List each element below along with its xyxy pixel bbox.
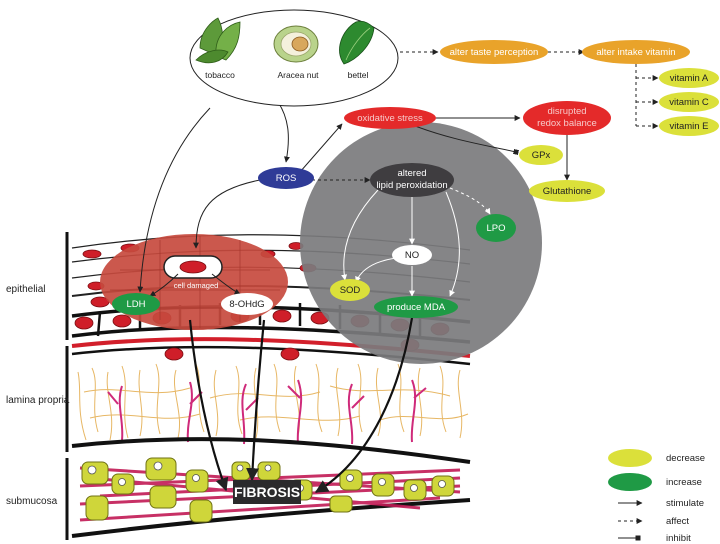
vitamin-c-label: vitamin C: [669, 97, 709, 108]
lipid-peroxidation-zone: [300, 122, 542, 364]
gray-circle: [300, 122, 542, 364]
arrow-cell-to-ohdg: [211, 273, 241, 295]
gpx-label: GPx: [532, 150, 551, 161]
layer-labels: epithelial lamina propria submucosa: [6, 284, 70, 507]
lamina-propria-label: lamina propria: [6, 395, 70, 406]
ros-node: [258, 167, 314, 189]
pathway-arrows: [137, 49, 659, 493]
ldh-node: [112, 293, 160, 315]
submucosa-lower-boundary: [71, 498, 471, 538]
arrow-ohdg-to-fibrosis: [246, 319, 266, 482]
legend-decrease-label: decrease: [666, 453, 705, 464]
alter-intake-node: [582, 40, 690, 64]
ohdg-node: [221, 293, 273, 315]
arrow-lipid-to-mda: [445, 191, 460, 297]
vitamin-e-label: vitamin E: [669, 121, 708, 132]
submucosa-upper-boundary: [71, 437, 471, 464]
arrow-no-to-sod: [355, 257, 397, 283]
areca-nut-icon: [273, 25, 319, 63]
legend-increase-label: increase: [666, 477, 702, 488]
ros-label: ROS: [276, 173, 297, 184]
redox-label-line2: redox balance: [537, 118, 597, 129]
fibrosis-box: [233, 480, 301, 504]
vitamin-a-node: [659, 68, 719, 88]
produce-mda-label: produce MDA: [387, 302, 446, 313]
ldh-label: LDH: [126, 299, 145, 310]
lpo-label: LPO: [486, 223, 505, 234]
no-label: NO: [405, 250, 419, 261]
oxidative-stress-node: [344, 107, 436, 129]
arrow-cell-to-ldh: [149, 273, 179, 297]
epithelial-label: epithelial: [6, 284, 45, 295]
betel-label: bettel: [348, 70, 369, 80]
oral-habits-group: tobacco Aracea nut bettel: [189, 9, 399, 107]
pathway-nodes: alter taste perception alter intake vita…: [112, 40, 719, 504]
tobacco-label: tobacco: [205, 70, 235, 80]
tobacco-leaves-icon: [195, 17, 241, 64]
legend-affect-label: affect: [666, 516, 689, 527]
fibrosis-label: FIBROSIS: [234, 484, 300, 500]
ohdg-label: 8-OHdG: [229, 299, 264, 310]
arrow-lipid-to-sod: [341, 189, 379, 281]
glutathione-label: Glutathione: [543, 186, 592, 197]
legend-increase-swatch: [608, 473, 652, 491]
redox-label-line1: disrupted: [547, 106, 586, 117]
produce-mda-node: [374, 296, 458, 318]
oxidative-stress-label: oxidative stress: [357, 113, 423, 124]
alter-intake-label: alter intake vitamin: [596, 47, 675, 58]
submucosa-label: submucosa: [6, 496, 58, 507]
lipid-peroxidation-node: [370, 163, 454, 197]
legend-decrease-swatch: [608, 449, 652, 467]
sod-node: [330, 279, 370, 301]
lpo-node: [476, 214, 516, 242]
damaged-cell-zone: cell damaged: [100, 234, 288, 330]
lamina-propria-fibers: [77, 363, 469, 445]
arrow-mda-to-fibrosis: [314, 317, 414, 493]
inhibit-stress-to-gpx: [409, 123, 519, 155]
lipid-label-line2: lipid peroxidation: [376, 180, 447, 191]
gpx-node: [519, 145, 563, 165]
cell-damaged-label: cell damaged: [174, 281, 219, 290]
sod-label: SOD: [340, 285, 361, 296]
arrow-ros-to-oxidative-stress: [299, 123, 343, 173]
disrupted-redox-node: [523, 101, 611, 135]
alter-taste-label: alter taste perception: [450, 47, 539, 58]
vitamin-c-node: [659, 92, 719, 112]
legend: decrease increase stimulate affect inhib…: [608, 449, 705, 544]
legend-stimulate-label: stimulate: [666, 498, 704, 509]
arrow-habits-to-ldh: [137, 107, 211, 293]
vitamin-e-node: [659, 116, 719, 136]
arrow-cell-to-fibrosis: [188, 319, 229, 492]
alter-taste-node: [440, 40, 548, 64]
areca-nut-label: Aracea nut: [277, 70, 319, 80]
vitamin-a-label: vitamin A: [670, 73, 709, 84]
betel-leaf-icon: [339, 20, 375, 65]
lipid-label-line1: altered: [397, 168, 426, 179]
arrow-habits-to-ros: [277, 101, 290, 163]
legend-inhibit-label: inhibit: [666, 533, 691, 544]
no-node: [392, 245, 432, 265]
arrow-ros-to-cell: [193, 179, 261, 249]
glutathione-node: [529, 180, 605, 202]
cell-nucleus-icon: [179, 260, 207, 274]
